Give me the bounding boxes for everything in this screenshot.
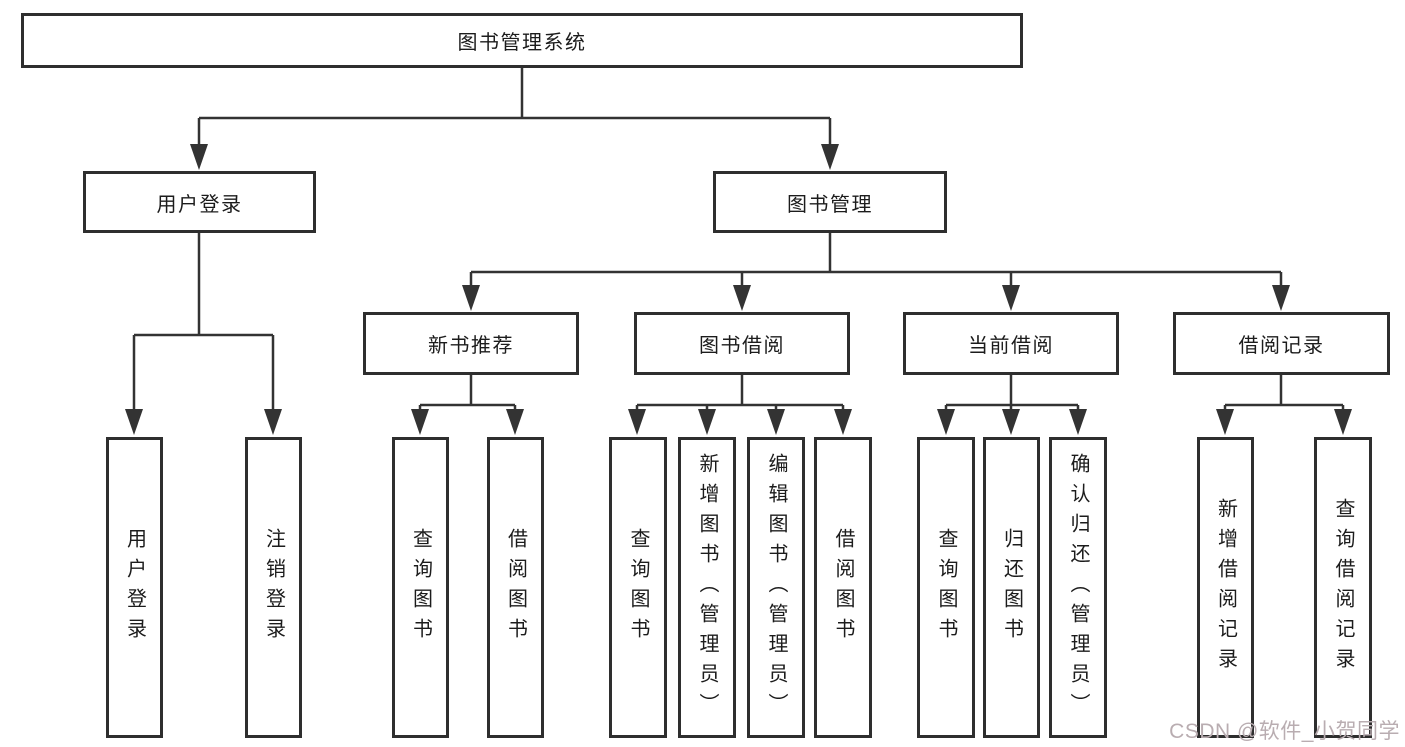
node-new-book-rec: 新书推荐 [363,312,579,375]
leaf-bb-edit-books-admin: 编辑图书（管理员） [747,437,805,738]
leaf-br-query-record: 查询借阅记录 [1314,437,1372,738]
leaf-label: 注销登录 [262,527,285,648]
csdn-watermark: CSDN @软件_小贺同学 [1169,720,1400,743]
leaf-label: 确认归还（管理员） [1067,452,1089,723]
leaf-label: 编辑图书（管理员） [765,452,787,723]
leaf-logout: 注销登录 [245,437,302,738]
leaf-br-add-record: 新增借阅记录 [1197,437,1254,738]
leaf-user-login: 用户登录 [106,437,163,738]
leaf-nbr-query-books: 查询图书 [392,437,449,738]
leaf-cb-return-books: 归还图书 [983,437,1040,738]
node-current-borrow: 当前借阅 [903,312,1119,375]
node-book-mgmt: 图书管理 [713,171,947,233]
leaf-bb-borrow-books: 借阅图书 [814,437,872,738]
node-root: 图书管理系统 [21,13,1023,68]
node-user-login: 用户登录 [83,171,316,233]
leaf-label: 用户登录 [123,527,146,648]
leaf-label: 新增图书（管理员） [696,452,718,723]
leaf-bb-query-books: 查询图书 [609,437,667,738]
leaf-cb-confirm-return-admin: 确认归还（管理员） [1049,437,1107,738]
node-borrow-records: 借阅记录 [1173,312,1390,375]
leaf-label: 借阅图书 [504,527,527,648]
node-book-borrow: 图书借阅 [634,312,850,375]
leaf-cb-query-books: 查询图书 [917,437,975,738]
leaf-label: 查询借阅记录 [1332,497,1354,678]
leaf-label: 借阅图书 [832,527,854,648]
arrowheads [125,144,1352,435]
leaf-label: 新增借阅记录 [1214,497,1237,678]
leaf-bb-add-books-admin: 新增图书（管理员） [678,437,736,738]
leaf-label: 查询图书 [409,527,432,648]
leaf-label: 查询图书 [935,527,957,648]
leaf-nbr-borrow-books: 借阅图书 [487,437,544,738]
leaf-label: 归还图书 [1000,527,1023,648]
leaf-label: 查询图书 [627,527,649,648]
